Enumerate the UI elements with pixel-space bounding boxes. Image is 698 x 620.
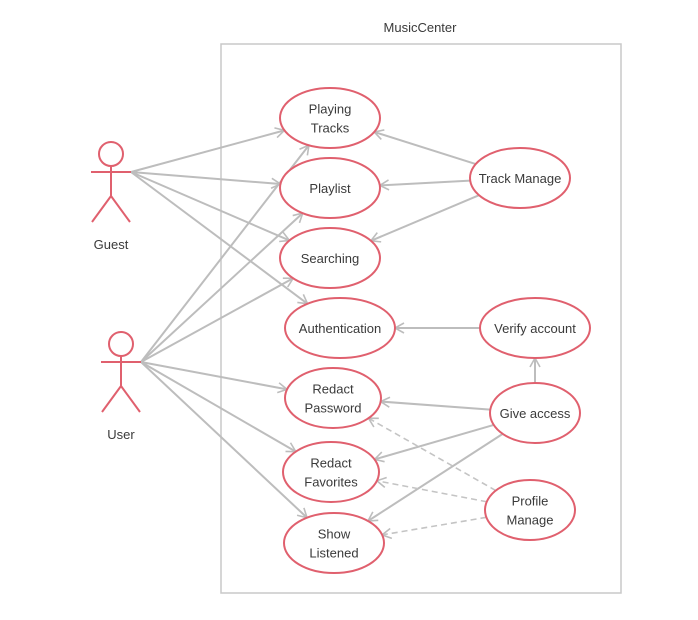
use-case-label: Redact: [310, 456, 352, 471]
use-case-label: Password: [304, 401, 361, 416]
use-case-track-manage: Track Manage: [469, 147, 571, 209]
use-case-shape: [279, 87, 381, 149]
use-case-label: Favorites: [304, 475, 358, 490]
use-case-label: Manage: [507, 513, 554, 528]
use-case-shape: [282, 441, 380, 503]
relation-profile_manage-to-redact_favorites: [375, 476, 487, 503]
use-case-searching: Searching: [279, 227, 381, 289]
actor-label-guest: Guest: [94, 237, 129, 252]
relation-track_manage-to-searching: [369, 194, 480, 243]
relation-give_access-to-redact_favorites: [372, 423, 494, 463]
relation-guest-to-searching: [130, 171, 291, 243]
actor-user: User: [101, 331, 141, 442]
actor-label-user: User: [107, 427, 135, 442]
use-case-label: Tracks: [311, 121, 350, 136]
use-case-label: Listened: [309, 546, 358, 561]
use-case-verify-account: Verify account: [479, 297, 591, 359]
use-case-shape: [284, 367, 382, 429]
use-cases-layer: PlayingTracksPlaylistSearchingAuthentica…: [279, 87, 591, 574]
relation-guest-to-playing_tracks: [130, 127, 287, 173]
relation-user-to-playlist: [140, 212, 304, 363]
use-case-shape: [469, 147, 571, 209]
relation-user-to-redact_password: [140, 361, 289, 394]
relation-guest-to-authentication: [130, 171, 309, 305]
relation-track_manage-to-playing_tracks: [372, 129, 477, 165]
use-case-shape: [479, 297, 591, 359]
use-case-label: Track Manage: [479, 171, 562, 186]
use-case-label: Show: [318, 527, 351, 542]
use-case-label: Profile: [512, 494, 549, 509]
relation-user-to-searching: [140, 277, 295, 363]
use-case-label: Playlist: [309, 181, 351, 196]
use-case-label: Searching: [301, 251, 360, 266]
relation-user-to-show_listened: [140, 361, 309, 519]
relation-guest-to-playlist: [130, 171, 283, 190]
use-case-shape: [489, 382, 581, 444]
use-case-shape: [283, 512, 385, 574]
use-case-shape: [279, 157, 381, 219]
use-case-give-access: Give access: [489, 382, 581, 444]
use-case-shape: [484, 479, 576, 541]
use-case-label: Give access: [500, 406, 571, 421]
use-case-authentication: Authentication: [284, 297, 396, 359]
system-title: MusicCenter: [384, 20, 458, 35]
relation-give_access-to-show_listened: [366, 433, 504, 522]
use-case-label: Verify account: [494, 321, 576, 336]
relation-user-to-redact_favorites: [140, 361, 298, 453]
relations-layer: [130, 127, 541, 540]
use-case-shape: [279, 227, 381, 289]
use-case-label: Redact: [312, 382, 354, 397]
use-case-label: Playing: [309, 102, 352, 117]
use-case-shape: [284, 297, 396, 359]
relation-give_access-to-redact_password: [379, 396, 491, 411]
actor-guest: Guest: [91, 141, 131, 252]
use-case-label: Authentication: [299, 321, 381, 336]
relation-profile_manage-to-show_listened: [380, 516, 487, 540]
use-case-playlist: Playlist: [279, 157, 381, 219]
relation-track_manage-to-playlist: [378, 179, 471, 191]
relation-profile_manage-to-redact_password: [367, 417, 497, 492]
